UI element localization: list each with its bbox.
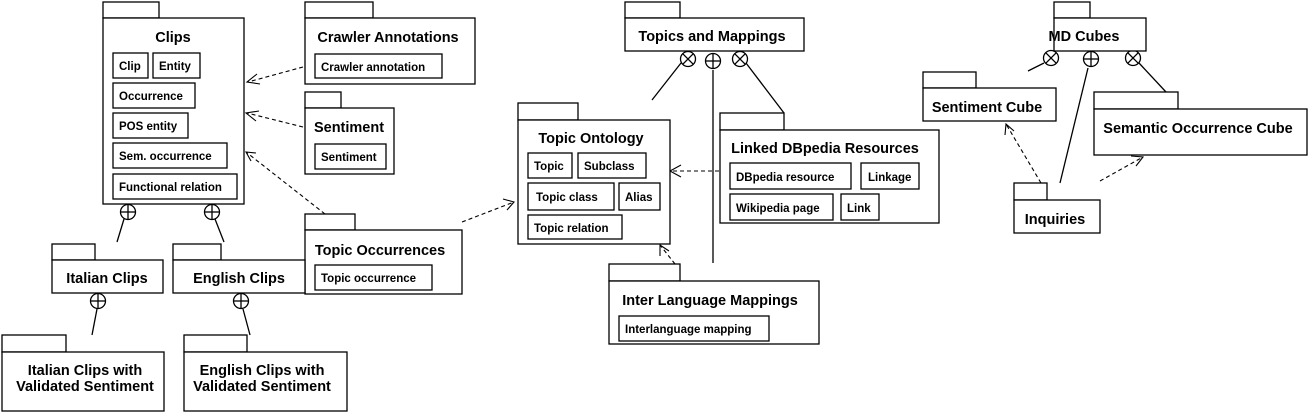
class-item: Functional relation — [119, 182, 222, 194]
dependency-crawler-clips — [247, 66, 304, 83]
dependency-inquiries-sentimentcube — [1005, 123, 1042, 184]
containment-plus-icon — [89, 292, 107, 310]
connector-italian-valid — [91, 308, 98, 336]
containment-plus-icon — [232, 292, 250, 310]
package-title: Semantic Occurrence Cube — [1103, 121, 1292, 137]
class-item: Wikipedia page — [736, 203, 820, 215]
package-crawler-annotations: Crawler Annotations Crawler annotation — [304, 1, 476, 85]
connector-cubes-sentiment — [1027, 62, 1045, 72]
package-title: Clips — [155, 30, 190, 46]
dependency-inquiries-sentimentcube-arrowhead — [1004, 122, 1015, 136]
class-item: POS entity — [119, 121, 178, 133]
package-semantic-occurrence-cube: Semantic Occurrence Cube — [1093, 91, 1308, 156]
dependency-topicocc-clips-arrowhead — [245, 151, 257, 162]
dependency-topicocc-clips — [245, 151, 326, 215]
package-title: Crawler Annotations — [317, 30, 458, 46]
dependency-topicocc-ontology-arrowhead — [502, 198, 515, 211]
class-item: Entity — [159, 61, 192, 73]
connector-cubes-semantic — [1138, 62, 1167, 93]
package-title: English Clips — [193, 271, 285, 287]
package-title-line2: Validated Sentiment — [16, 379, 154, 395]
class-item: Sentiment — [321, 152, 377, 164]
connector-clips-english — [214, 218, 225, 243]
class-item: Alias — [625, 192, 653, 204]
class-item: Sem. occurrence — [119, 151, 212, 163]
class-item: Topic — [534, 161, 564, 173]
package-md-cubes: MD Cubes — [1049, 1, 1147, 52]
package-title-line1: English Clips with — [200, 363, 325, 379]
package-italian-clips-validated: Italian Clips with Validated Sentiment — [1, 334, 165, 412]
package-english-clips-validated: English Clips with Validated Sentiment — [183, 334, 348, 412]
package-title: Inter Language Mappings — [622, 293, 798, 309]
containment-plus-icon — [704, 52, 722, 70]
class-item: Clip — [119, 61, 141, 73]
package-title: Italian Clips — [66, 271, 147, 287]
dependency-inquiries-semanticcube — [1099, 156, 1144, 182]
containment-plus-icon — [119, 203, 137, 221]
package-title: Sentiment — [314, 120, 384, 136]
package-topics-and-mappings: Topics and Mappings — [624, 1, 805, 52]
containment-cross-icon — [1124, 49, 1142, 67]
containment-cross-icon — [731, 50, 749, 68]
package-italian-clips: Italian Clips — [51, 243, 164, 294]
package-title-line2: Validated Sentiment — [193, 379, 331, 395]
package-inter-language-mappings: Inter Language Mappings Interlanguage ma… — [608, 263, 820, 345]
class-item: Occurrence — [119, 91, 183, 103]
class-item: Link — [847, 203, 871, 215]
package-title: Linked DBpedia Resources — [731, 141, 919, 157]
package-title: Inquiries — [1025, 212, 1085, 228]
package-title: Topic Occurrences — [315, 243, 445, 259]
class-item: Crawler annotation — [321, 62, 425, 74]
dependency-topicocc-ontology — [461, 201, 515, 223]
package-inquiries: Inquiries — [1013, 182, 1101, 234]
package-topic-occurrences: Topic Occurrences Topic occurrence — [304, 213, 463, 295]
dependency-crawler-clips-arrowhead — [245, 73, 261, 85]
connector-english-valid — [242, 308, 251, 336]
connector-topics-dbpedia — [745, 62, 785, 114]
containment-cross-icon — [679, 50, 697, 68]
package-title: Sentiment Cube — [932, 100, 1042, 116]
containment-plus-icon — [1082, 50, 1100, 68]
connector-clips-italian — [116, 218, 125, 243]
package-sentiment-cube: Sentiment Cube — [922, 71, 1057, 122]
package-sentiment: Sentiment Sentiment — [304, 91, 395, 175]
package-clips: Clips Clip Entity Occurrence POS entity … — [102, 1, 245, 205]
dependency-interlang-ontology-arrowhead — [659, 243, 670, 256]
class-item: Subclass — [584, 161, 635, 173]
package-title-line1: Italian Clips with — [28, 363, 142, 379]
dependency-sentiment-clips-arrowhead — [244, 110, 260, 122]
dependency-sentiment-clips — [246, 112, 304, 128]
containment-plus-icon — [203, 203, 221, 221]
class-item: DBpedia resource — [736, 172, 834, 184]
package-topic-ontology: Topic Ontology Topic Subclass Topic clas… — [517, 102, 671, 245]
class-item: Linkage — [868, 172, 911, 184]
connector-cubes-inquiries — [1059, 67, 1089, 184]
package-linked-dbpedia-resources: Linked DBpedia Resources DBpedia resourc… — [719, 112, 940, 224]
class-item: Interlanguage mapping — [625, 324, 752, 336]
connector-topics-ontology — [651, 62, 682, 101]
package-title: MD Cubes — [1049, 29, 1120, 45]
containment-cross-icon — [1042, 49, 1060, 67]
class-item: Topic class — [536, 192, 598, 204]
package-title: Topic Ontology — [538, 131, 643, 147]
dependency-interlang-ontology — [659, 244, 676, 265]
class-item: Topic occurrence — [321, 273, 416, 285]
package-english-clips: English Clips — [172, 243, 306, 294]
package-title: Topics and Mappings — [638, 29, 785, 45]
dependency-inquiries-semanticcube-arrowhead — [1130, 155, 1145, 167]
class-item: Topic relation — [534, 223, 609, 235]
